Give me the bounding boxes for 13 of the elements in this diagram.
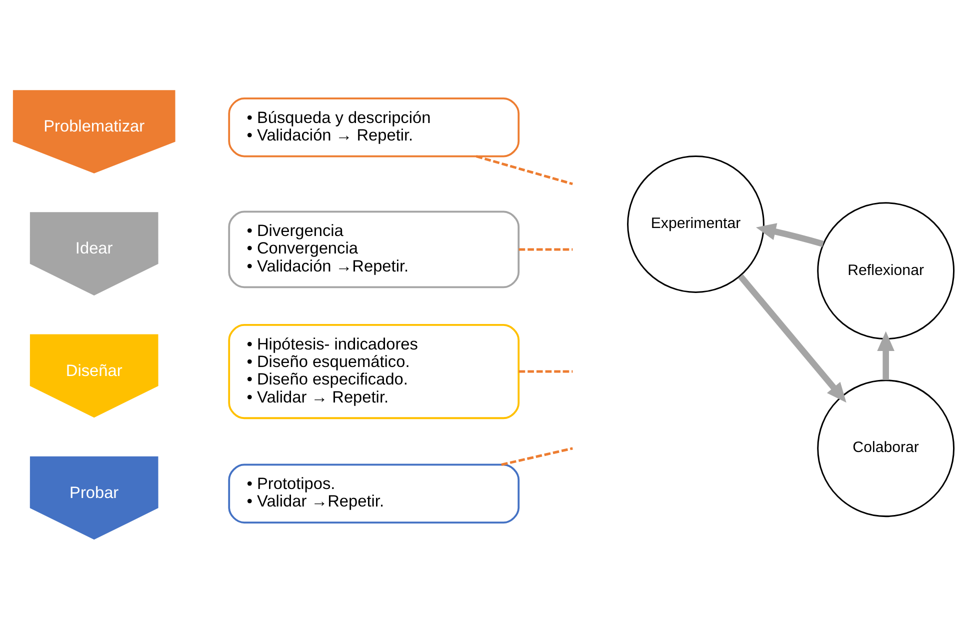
- arrow: [738, 274, 846, 403]
- arrow: [877, 331, 894, 380]
- connector: [518, 248, 573, 251]
- connector: [501, 447, 573, 466]
- connector: [518, 370, 573, 373]
- node-circle: Experimentar: [627, 156, 764, 293]
- node-box: • Prototipos. • Validar →Repetir.: [228, 464, 520, 524]
- node-box: • Hipótesis- indicadores • Diseño esquemático. • Diseño especificado. • Validar → Repetir.: [228, 324, 520, 420]
- node-box: • Divergencia • Convergencia • Validación →Repetir.: [228, 210, 520, 288]
- node-circle: Reflexionar: [817, 202, 955, 340]
- node-box: • Búsqueda y descripción • Validación → Repetir.: [228, 97, 520, 158]
- arrow: [756, 223, 824, 248]
- connector: [476, 155, 573, 186]
